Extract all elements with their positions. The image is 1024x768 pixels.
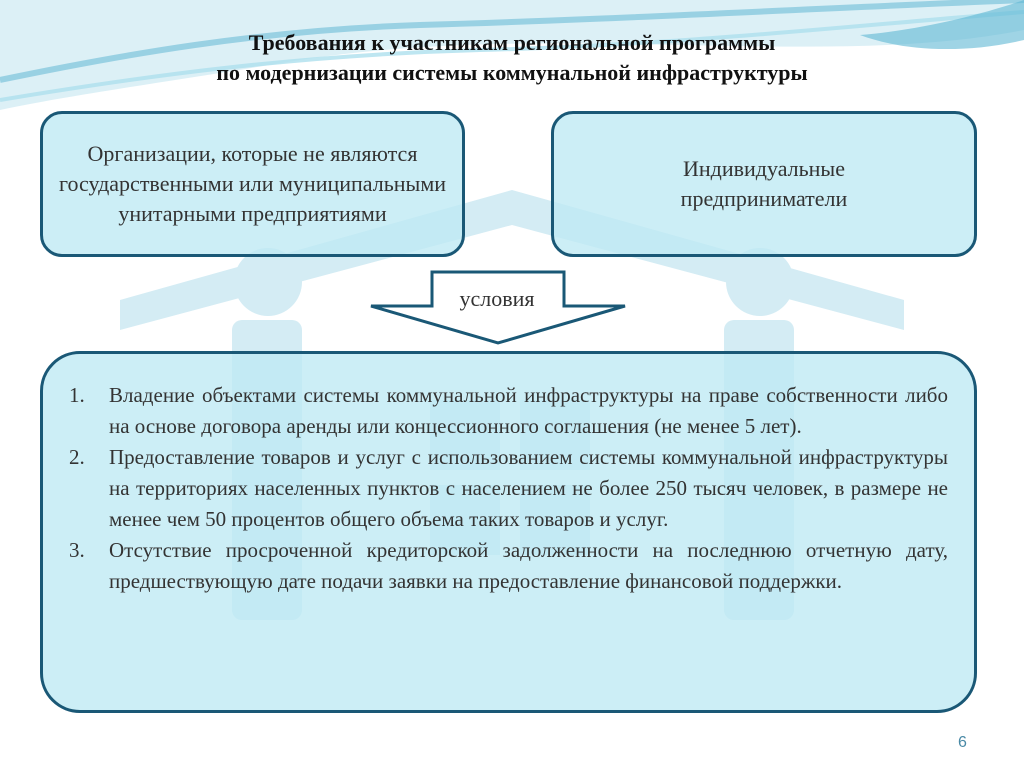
list-item: 2. Предоставление товаров и услуг с испо… <box>69 442 948 535</box>
top-wave-line <box>0 0 1024 83</box>
conditions-label: условия <box>459 286 535 311</box>
down-arrow-shape <box>370 270 626 345</box>
requirements-box: 1. Владение объектами системы коммунальн… <box>40 351 977 713</box>
list-item-number: 3. <box>69 538 85 562</box>
requirements-list: 1. Владение объектами системы коммунальн… <box>69 380 948 597</box>
entrepreneurs-text: Индивидуальные предприниматели <box>680 156 848 211</box>
list-item-text: Отсутствие просроченной кредиторской зад… <box>109 538 948 593</box>
top-wave-band <box>0 0 1024 110</box>
title-line-1: Требования к участникам региональной про… <box>248 30 776 55</box>
list-item-number: 2. <box>69 445 85 469</box>
list-item-number: 1. <box>69 383 85 407</box>
list-item: 1. Владение объектами системы коммунальн… <box>69 380 948 442</box>
slide-title: Требования к участникам региональной про… <box>0 28 1024 88</box>
entrepreneurs-box: Индивидуальные предприниматели <box>551 111 977 257</box>
organizations-text: Организации, которые не являются государ… <box>58 141 447 226</box>
list-item-text: Предоставление товаров и услуг с использ… <box>109 445 948 531</box>
list-item-text: Владение объектами системы коммунальной … <box>109 383 948 438</box>
top-wave-line-2 <box>0 10 1024 102</box>
top-right-swoosh <box>860 0 1024 50</box>
title-line-2: по модернизации системы коммунальной инф… <box>216 60 808 85</box>
list-item: 3. Отсутствие просроченной кредиторской … <box>69 535 948 597</box>
organizations-box: Организации, которые не являются государ… <box>40 111 465 257</box>
page-number: 6 <box>958 734 967 751</box>
